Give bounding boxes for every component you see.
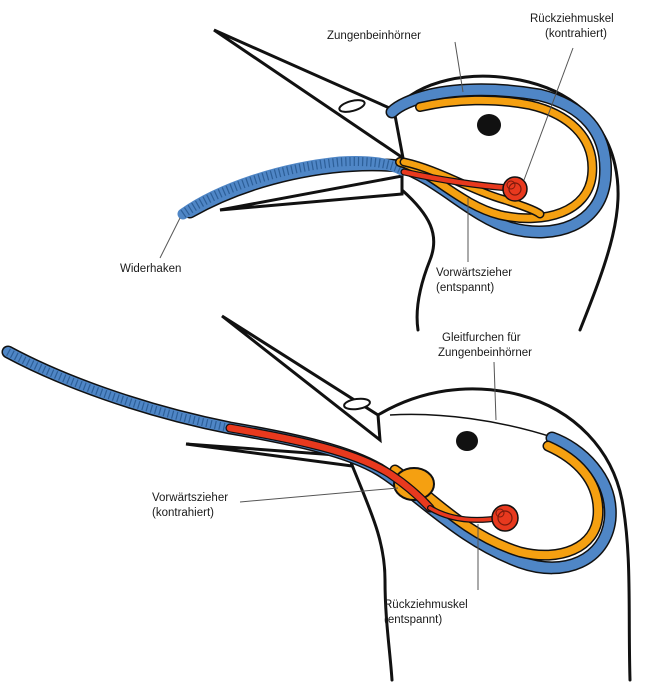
label-barbs: Widerhaken [120,263,181,275]
bottom-retractor-coil [492,505,518,531]
leader-barbs [160,218,180,258]
label-protractor-top-2: (entspannt) [436,282,494,294]
bottom-upper-beak [222,316,380,440]
label-retractor-top-1: Rückziehmuskel [530,13,614,25]
top-head-illustration [183,30,618,330]
top-throat-outline [402,190,434,330]
top-eye [477,114,501,136]
label-retractor-top-2: (kontrahiert) [545,28,607,40]
bottom-head-illustration [8,316,630,680]
label-grooves-2: Zungenbeinhörner [438,347,532,359]
label-protractor-bottom-1: Vorwärtszieher [152,492,228,504]
bottom-eye [456,431,478,451]
leader-protractor-bottom [240,488,398,502]
bottom-leader-lines [240,362,496,590]
top-upper-beak [214,30,403,158]
label-retractor-bottom-2: (entspannt) [384,614,442,626]
label-grooves-1: Gleitfurchen für [442,332,521,344]
label-protractor-top-1: Vorwärtszieher [436,267,512,279]
bottom-throat-outline [352,465,392,680]
top-retractor-coil [503,177,527,201]
label-hyoid-horns: Zungenbeinhörner [327,30,421,42]
label-retractor-bottom-1: Rückziehmuskel [384,599,468,611]
label-protractor-bottom-2: (kontrahiert) [152,507,214,519]
